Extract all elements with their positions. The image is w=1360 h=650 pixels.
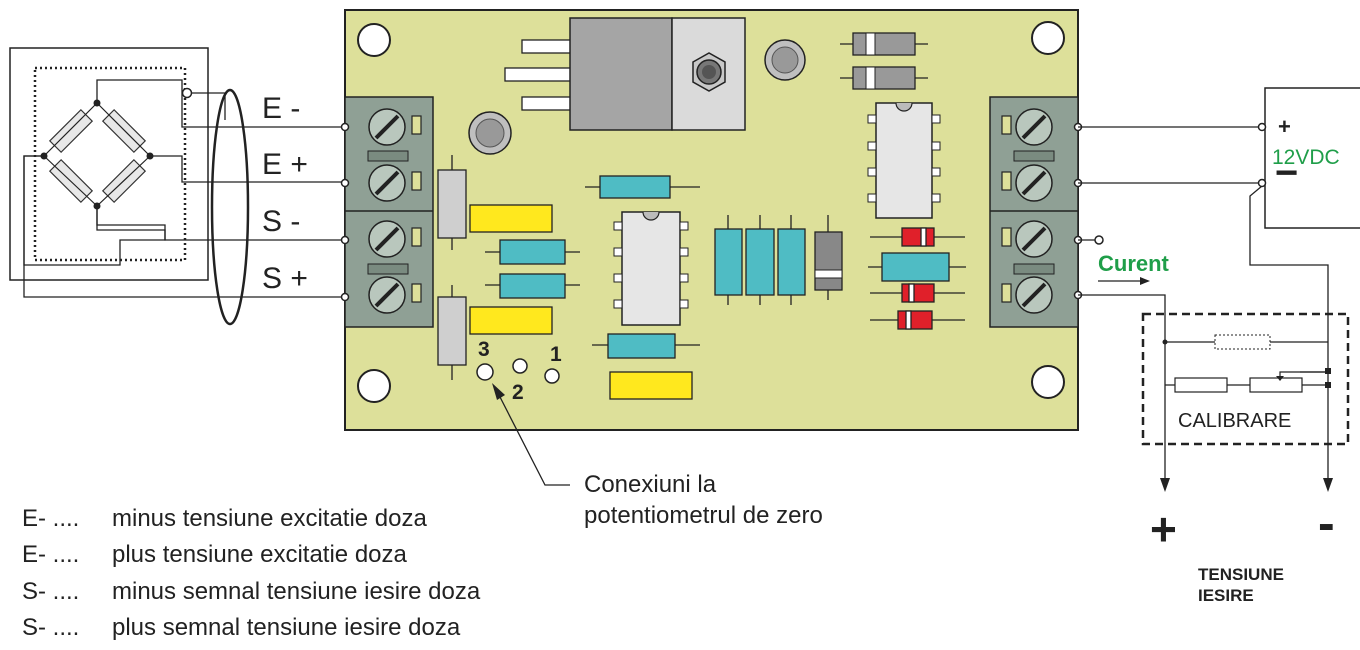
terminal-label-s-plus: S + — [262, 262, 308, 295]
resistor — [485, 273, 580, 299]
pot-pins — [476, 358, 560, 384]
resistor — [714, 215, 743, 305]
legend-key: E- .... — [22, 541, 79, 568]
output-minus-sign: - — [1318, 495, 1335, 551]
mount-hole — [1031, 365, 1065, 399]
legend: E- .... minus tensiune excitatie doza E-… — [22, 505, 481, 641]
power-supply: − + 12VDC — [1264, 87, 1360, 229]
voltage-regulator — [504, 17, 746, 131]
load-cell — [9, 47, 209, 281]
resistor — [485, 239, 580, 265]
mount-hole — [357, 23, 391, 57]
diode — [840, 32, 928, 56]
optional-resistor — [1214, 334, 1271, 350]
diode — [870, 310, 965, 330]
output-title-line1: TENSIUNE — [1198, 565, 1284, 584]
terminal-label-s-minus: S - — [262, 205, 300, 238]
terminal-screw — [368, 220, 406, 258]
resistor — [437, 155, 467, 250]
terminal-screw — [1015, 276, 1053, 314]
diode — [870, 283, 965, 303]
resistor — [745, 215, 775, 305]
annotation-pointer — [499, 396, 570, 486]
resistor — [777, 215, 806, 305]
calibration-trimmer — [1249, 377, 1303, 393]
terminal-screw — [368, 108, 406, 146]
pot-pin-3-label: 3 — [478, 338, 490, 361]
right-terminal-block — [989, 96, 1079, 328]
bridge-resistor — [101, 108, 147, 154]
current-arrow — [1140, 277, 1150, 285]
left-terminal-block — [344, 96, 434, 328]
mount-hole — [357, 369, 391, 403]
legend-key: E- .... — [22, 505, 79, 532]
legend-text: plus tensiune excitatie doza — [112, 541, 408, 568]
resistor — [592, 333, 700, 359]
pot-pin-1 — [544, 368, 560, 384]
calibration-resistor — [1174, 377, 1228, 393]
capacitor — [609, 371, 693, 400]
legend-text: plus semnal tensiune iesire doza — [112, 614, 461, 641]
screw-standoff — [468, 111, 512, 155]
capacitor — [469, 204, 553, 233]
capacitor — [469, 306, 553, 335]
output-plus-sign: + — [1150, 503, 1177, 555]
bridge-resistor — [48, 108, 94, 154]
power-plus-sign: + — [1278, 114, 1291, 139]
calibration-box: CALIBRARE — [1141, 312, 1350, 446]
annotation-line1: Conexiuni la — [584, 471, 717, 498]
ic-chip — [613, 211, 689, 326]
diode — [814, 215, 843, 300]
ic-chip — [867, 102, 941, 219]
legend-text: minus tensiune excitatie doza — [112, 505, 428, 532]
terminal-label-e-plus: E + — [262, 148, 308, 181]
resistor — [585, 175, 700, 199]
mount-hole — [1031, 21, 1065, 55]
screw-standoff — [764, 39, 806, 81]
pot-pin-2-label: 2 — [512, 381, 524, 404]
pot-pin-1-label: 1 — [550, 343, 562, 366]
legend-key: S- .... — [22, 578, 79, 605]
calibration-label: CALIBRARE — [1178, 410, 1291, 432]
terminal-screw — [1015, 220, 1053, 258]
resistor — [868, 252, 966, 282]
pot-pin-3 — [476, 363, 494, 381]
pot-pin-2 — [512, 358, 528, 374]
terminal-screw — [1015, 164, 1053, 202]
resistor — [437, 285, 467, 380]
terminal-screw — [368, 276, 406, 314]
output-title-line2: IESIRE — [1198, 586, 1254, 605]
annotation-line2: potentiometrul de zero — [584, 502, 823, 529]
diode — [870, 227, 965, 247]
legend-key: S- .... — [22, 614, 79, 641]
power-minus-sign: − — [1275, 151, 1298, 195]
diode — [840, 66, 928, 90]
cable-shield — [210, 88, 250, 326]
current-label: Curent — [1098, 251, 1170, 276]
terminal-screw — [368, 164, 406, 202]
terminal-screw — [1015, 108, 1053, 146]
bridge-wires — [23, 79, 345, 298]
terminal-label-e-minus: E - — [262, 92, 300, 125]
power-voltage-label: 12VDC — [1272, 146, 1340, 169]
legend-text: minus semnal tensiune iesire doza — [112, 578, 481, 605]
